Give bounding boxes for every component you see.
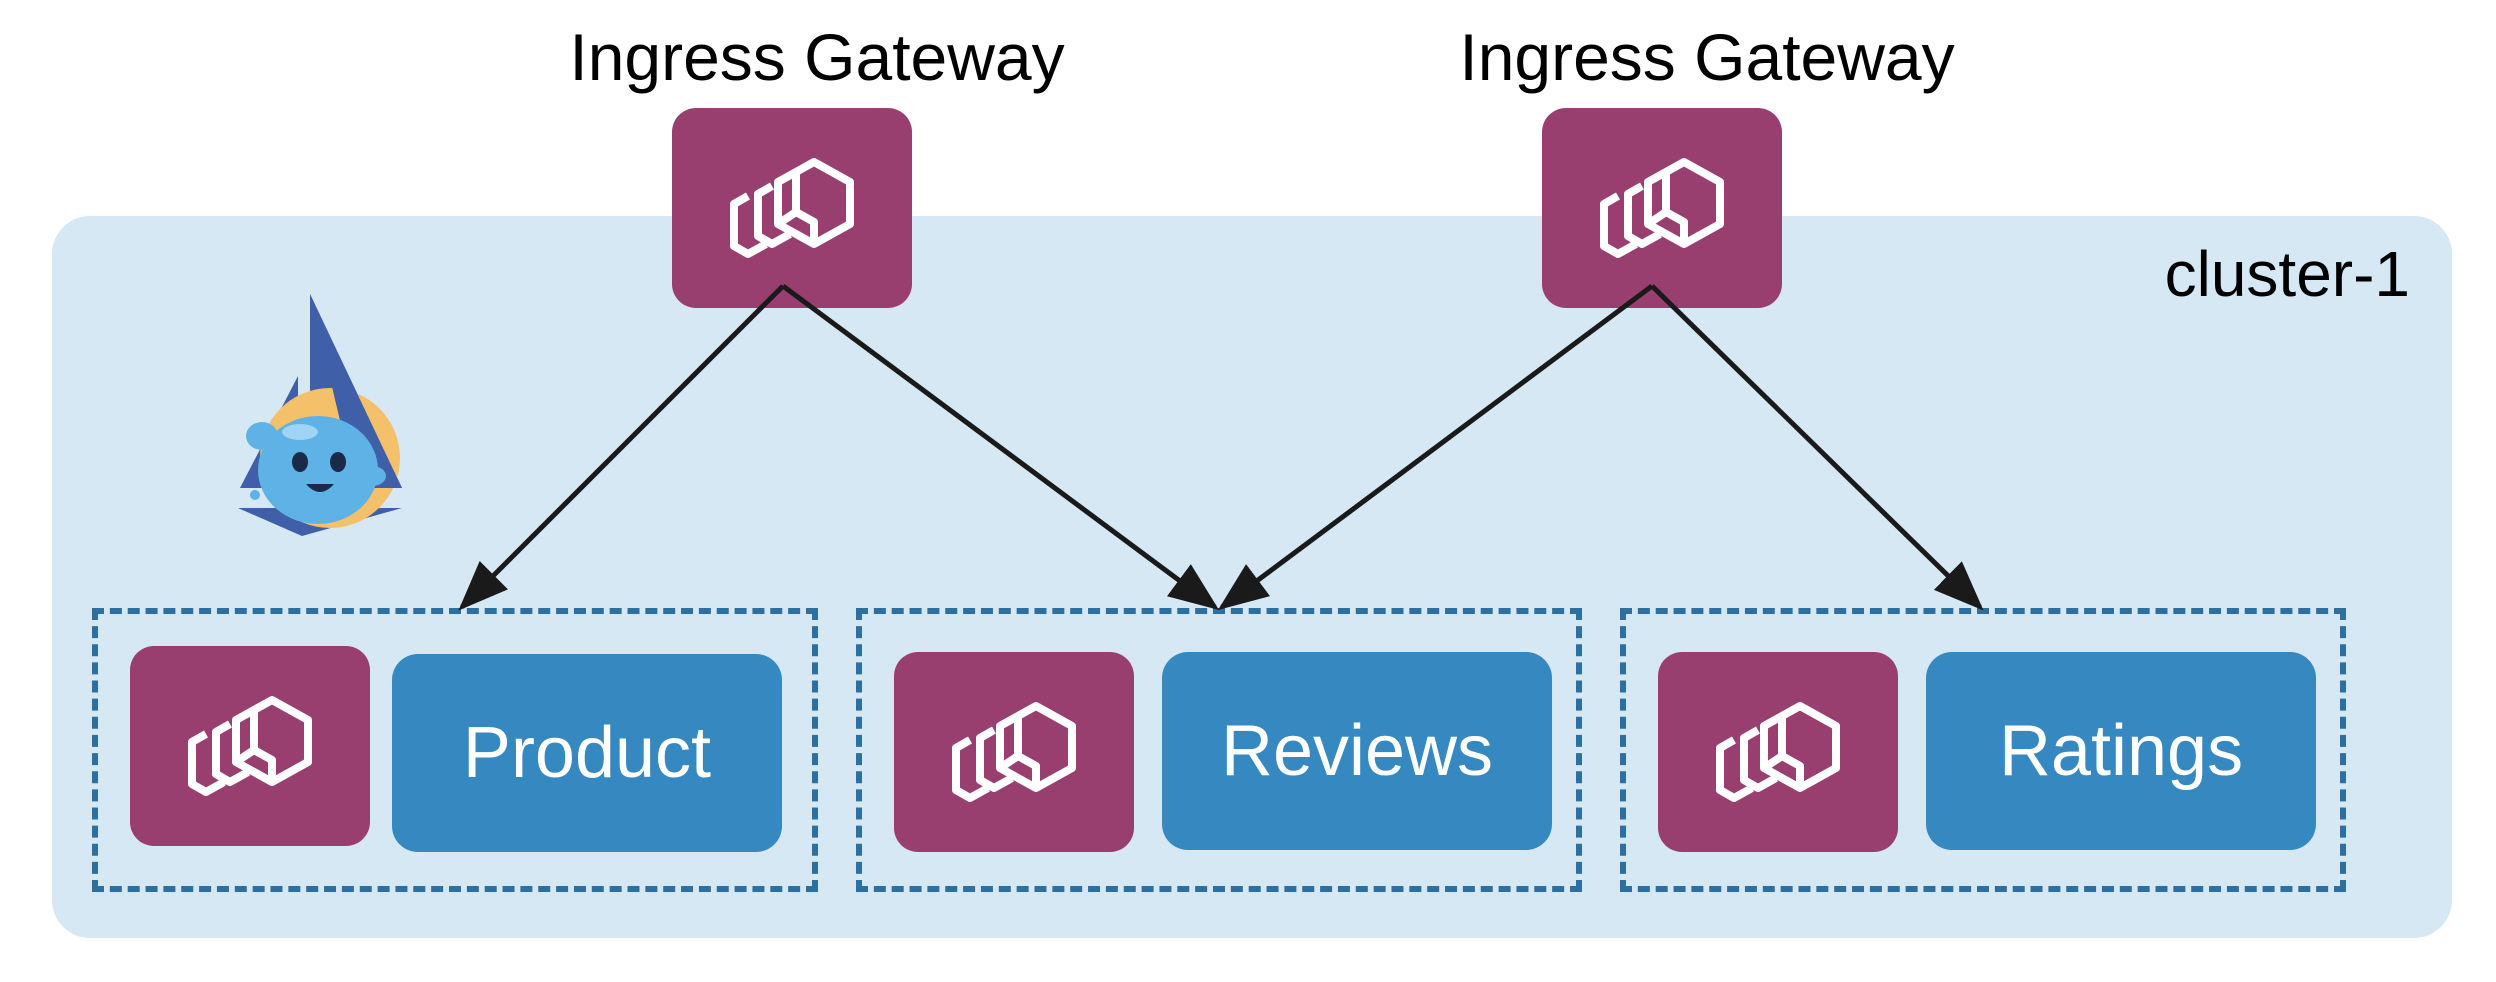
service-product: Product (392, 654, 782, 852)
sidecar-proxy-ratings (1658, 652, 1898, 852)
gateway-proxy-left (672, 108, 912, 308)
sidecar-proxy-product (130, 646, 370, 846)
service-reviews: Reviews (1162, 652, 1552, 850)
envoy-proxy-icon (1600, 158, 1724, 258)
gateway-label-right: Ingress Gateway (1459, 20, 1955, 94)
service-ratings: Ratings (1926, 652, 2316, 850)
gateway-proxy-right (1542, 108, 1782, 308)
envoy-proxy-icon (730, 158, 854, 258)
namespace-box-product (92, 608, 818, 892)
gateway-label-left: Ingress Gateway (569, 20, 1065, 94)
envoy-proxy-icon (952, 702, 1076, 802)
envoy-proxy-icon (188, 696, 312, 796)
namespace-box-reviews (856, 608, 1582, 892)
envoy-proxy-icon (1716, 702, 1840, 802)
namespace-box-ratings (1620, 608, 2346, 892)
sidecar-proxy-reviews (894, 652, 1134, 852)
cluster-label: cluster-1 (2164, 238, 2410, 310)
